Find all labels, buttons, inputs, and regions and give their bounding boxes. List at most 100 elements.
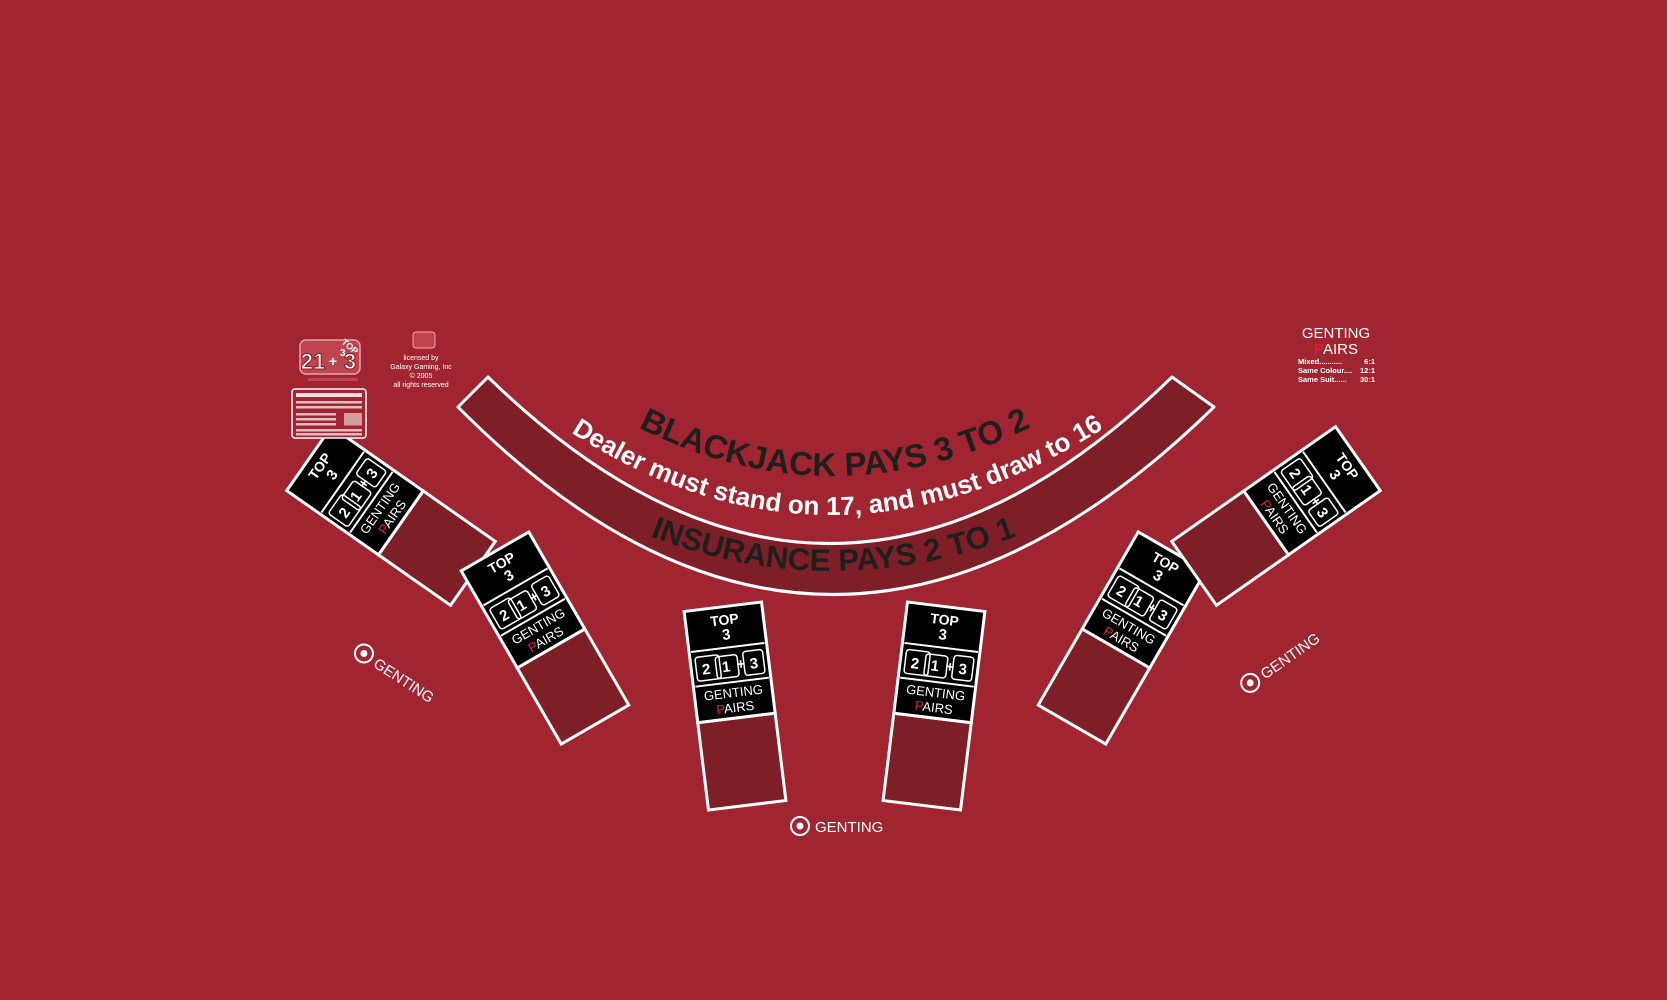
small-logo-icon [412, 331, 436, 349]
card-outline [951, 654, 975, 682]
license-line-3: © 2005 [410, 372, 433, 380]
top3-21plus3-logo: 21 + 3 TOP 3 [299, 337, 361, 381]
rules-card-line [296, 423, 336, 426]
card-outline [903, 648, 931, 677]
top3-bet-box[interactable] [465, 535, 546, 604]
logo-3: 3 [344, 349, 356, 374]
side-bet-divider [695, 676, 769, 688]
side-bet-divider [1302, 451, 1347, 514]
top3-bet-box[interactable] [290, 430, 362, 511]
side-bet-divider [1273, 471, 1318, 534]
genting-pairs-label-pairs: PAIRS [914, 698, 954, 718]
license-block: licensed by Galaxy Gaming, Inc © 2005 al… [390, 331, 452, 389]
card-outline [328, 494, 362, 527]
genting-pairs-label-genting: GENTING [905, 682, 966, 704]
card-outline [341, 480, 372, 511]
top3-bet-box[interactable] [1305, 430, 1377, 511]
paytable-title-genting: GENTING [1302, 325, 1370, 342]
genting-wordmark: GENTING [815, 819, 883, 836]
side-bet-divider [690, 641, 765, 653]
paytable-row: Same Suit...... [1298, 375, 1347, 384]
card-outline [507, 590, 538, 620]
rules-card-payouts [344, 413, 362, 426]
rules-card-line [296, 429, 362, 432]
card-outline [923, 653, 949, 679]
plus-sign: + [944, 658, 955, 676]
top3-number: 3 [721, 626, 731, 644]
license-line-1: licensed by [403, 355, 439, 362]
plus-sign: + [736, 655, 747, 673]
genting-brand-center: GENTING [790, 816, 883, 836]
card-outline [1107, 575, 1140, 608]
card-outline [530, 575, 560, 606]
card-outline [1308, 497, 1339, 527]
top3-label: TOP [929, 610, 959, 629]
card-outline [489, 597, 522, 630]
top3-label: TOP [709, 610, 739, 629]
side-bet-divider [1101, 597, 1167, 637]
genting-pairs-label-pairs: PAIRS [715, 698, 755, 718]
genting-logo-icon [1240, 672, 1261, 693]
top3-number: 3 [938, 626, 948, 644]
card-two: 2 [701, 661, 711, 679]
genting-pairs-label-genting: GENTING [703, 682, 764, 704]
rules-card-line [296, 401, 362, 404]
license-line-2: Galaxy Gaming, Inc [390, 364, 452, 371]
side-bet-divider [1118, 567, 1185, 607]
genting-logo-icon [353, 643, 374, 664]
paytable-title-pairs: PAIRS [1314, 341, 1358, 358]
genting-logo-icon [790, 816, 810, 836]
card-three: 3 [749, 655, 759, 673]
side-bet-divider [482, 567, 549, 607]
card-two: 2 [910, 655, 920, 673]
logo-top-3: 3 [340, 348, 346, 359]
card-one: 1 [930, 657, 940, 675]
card-outline [1292, 475, 1322, 506]
main-bet-box[interactable] [881, 711, 973, 812]
rules-card-heading [296, 393, 362, 397]
card-outline [356, 458, 387, 488]
insurance-arc-band [456, 375, 1216, 596]
logo-21: 21 [301, 349, 325, 374]
card-outline [1280, 458, 1314, 491]
card-three: 3 [957, 661, 967, 679]
rules-card-line [296, 413, 336, 416]
top3-bet-box[interactable] [905, 605, 982, 650]
paytable-payout: 12:1 [1360, 366, 1375, 375]
rules-card-line [296, 433, 362, 436]
main-bet-box[interactable] [696, 711, 788, 812]
side-bet-divider [900, 676, 974, 688]
top3-bet-box[interactable] [1121, 535, 1202, 604]
rules-card-line [296, 406, 362, 409]
top3-bet-box[interactable] [687, 605, 764, 650]
side-bet-rules-card [291, 388, 367, 439]
rules-card-line [296, 418, 336, 421]
logo-badge [299, 339, 361, 375]
side-bet-divider [904, 641, 979, 653]
card-one: 1 [721, 658, 731, 676]
paytable-payout: 30:1 [1360, 375, 1375, 384]
card-outline [714, 653, 740, 680]
logo-plus: + [329, 353, 337, 369]
license-line-4: all rights reserved [393, 382, 448, 389]
paytable-payout: 6:1 [1364, 357, 1375, 366]
side-bet-divider [500, 597, 566, 637]
card-outline [742, 648, 766, 676]
paytable-row: Mixed........... [1298, 357, 1342, 366]
card-outline [1148, 599, 1178, 630]
paytable-row: Same Colour.... [1298, 366, 1352, 375]
side-bet-divider [349, 471, 394, 534]
